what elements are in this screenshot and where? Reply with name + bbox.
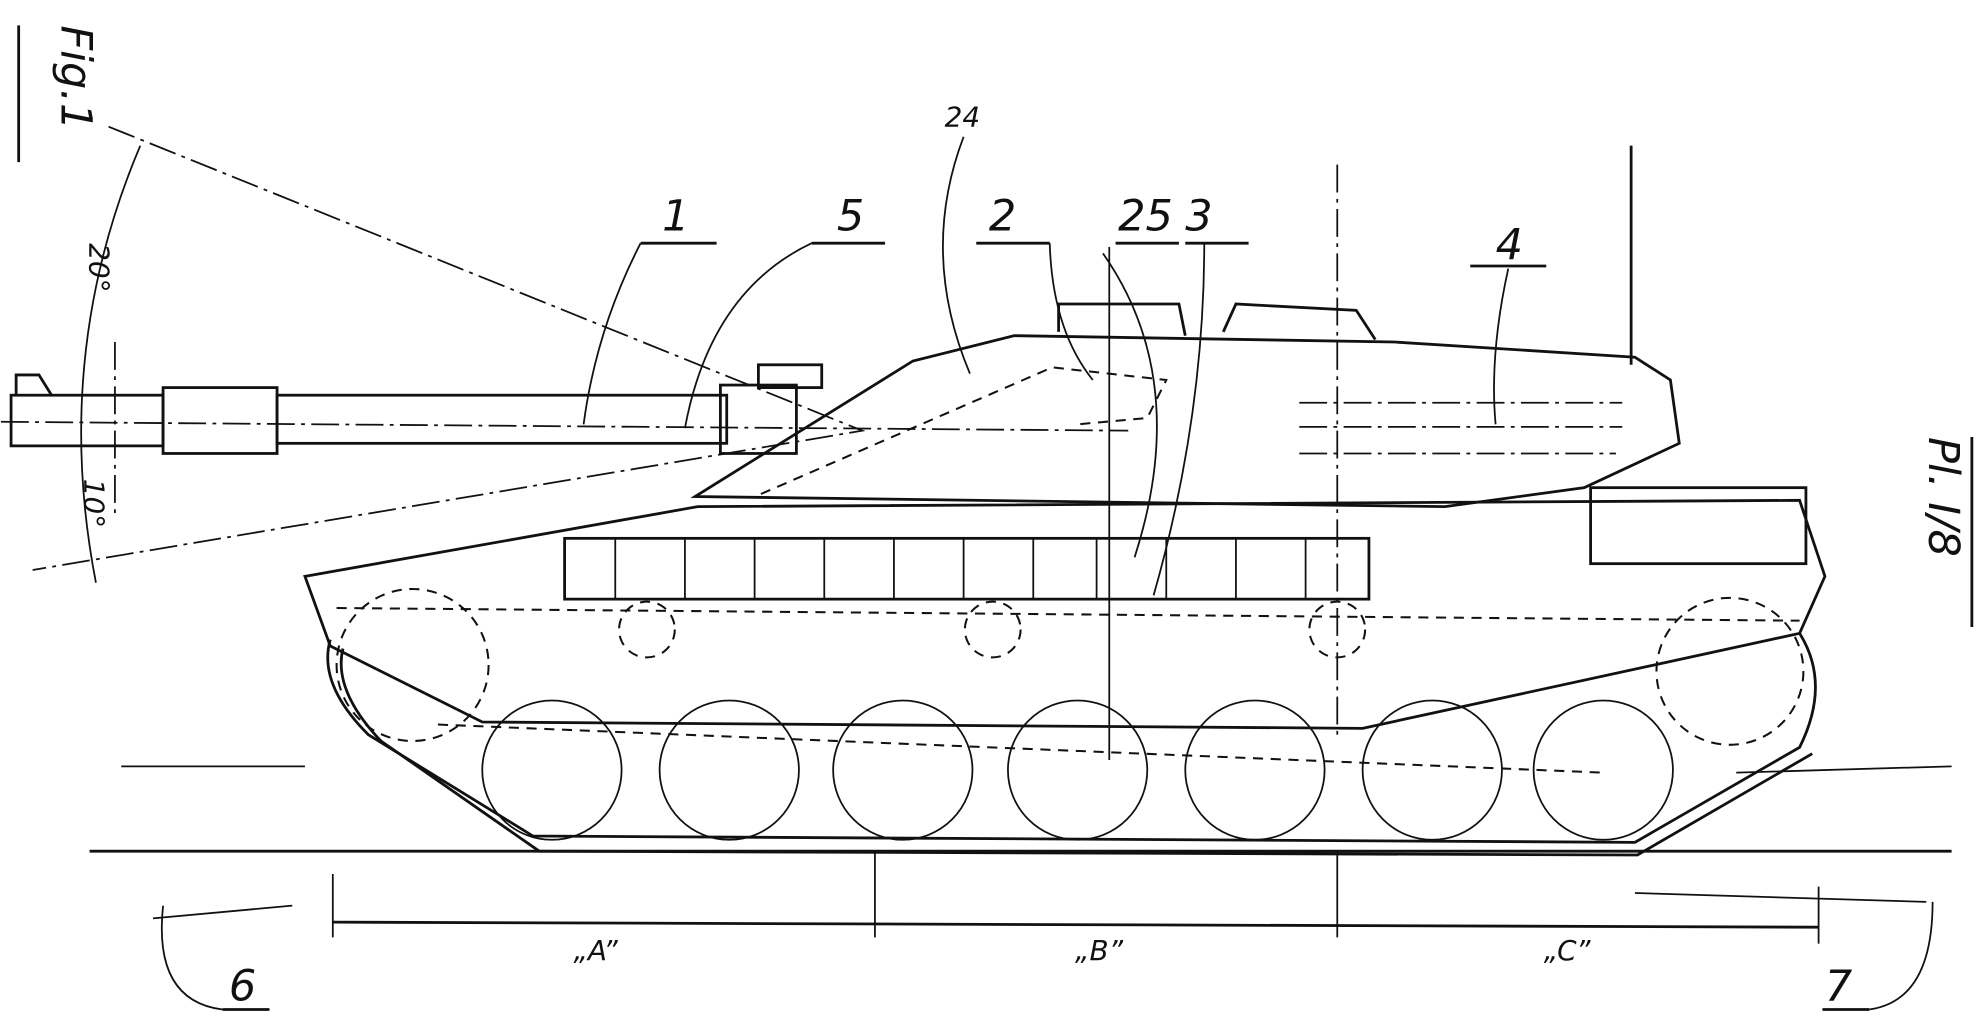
svg-text:2: 2 <box>989 192 1016 242</box>
svg-text:24: 24 <box>945 101 980 134</box>
svg-text:20°: 20° <box>83 243 116 292</box>
svg-text:Pl. I/8: Pl. I/8 <box>1918 437 1968 557</box>
svg-text:6: 6 <box>229 962 256 1012</box>
svg-text:25: 25 <box>1118 192 1173 242</box>
main-gun <box>0 373 1129 455</box>
dimension-line: „A” „B” „C” <box>331 851 1820 967</box>
reference-numerals: 24 1 5 2 25 3 4 6 7 <box>160 101 1934 1012</box>
svg-text:1: 1 <box>662 192 689 242</box>
svg-text:7: 7 <box>1825 962 1852 1012</box>
svg-text:„C”: „C” <box>1544 934 1591 967</box>
svg-text:3: 3 <box>1185 192 1212 242</box>
plate-number: Pl. I/8 <box>1918 437 1974 627</box>
elevation-diagram: 20° 10° <box>32 125 866 583</box>
svg-text:„A”: „A” <box>573 934 618 967</box>
ground-line <box>89 765 1952 920</box>
track <box>326 587 1817 857</box>
svg-text:4: 4 <box>1496 221 1523 271</box>
svg-text:Fig.1: Fig.1 <box>51 25 101 130</box>
figure-title: Fig.1 <box>17 25 101 163</box>
turret <box>690 145 1808 735</box>
svg-text:„B”: „B” <box>1075 934 1124 967</box>
svg-text:5: 5 <box>837 192 864 242</box>
svg-text:10°: 10° <box>78 479 111 528</box>
hull <box>303 247 1827 760</box>
road-wheels <box>437 600 1674 841</box>
